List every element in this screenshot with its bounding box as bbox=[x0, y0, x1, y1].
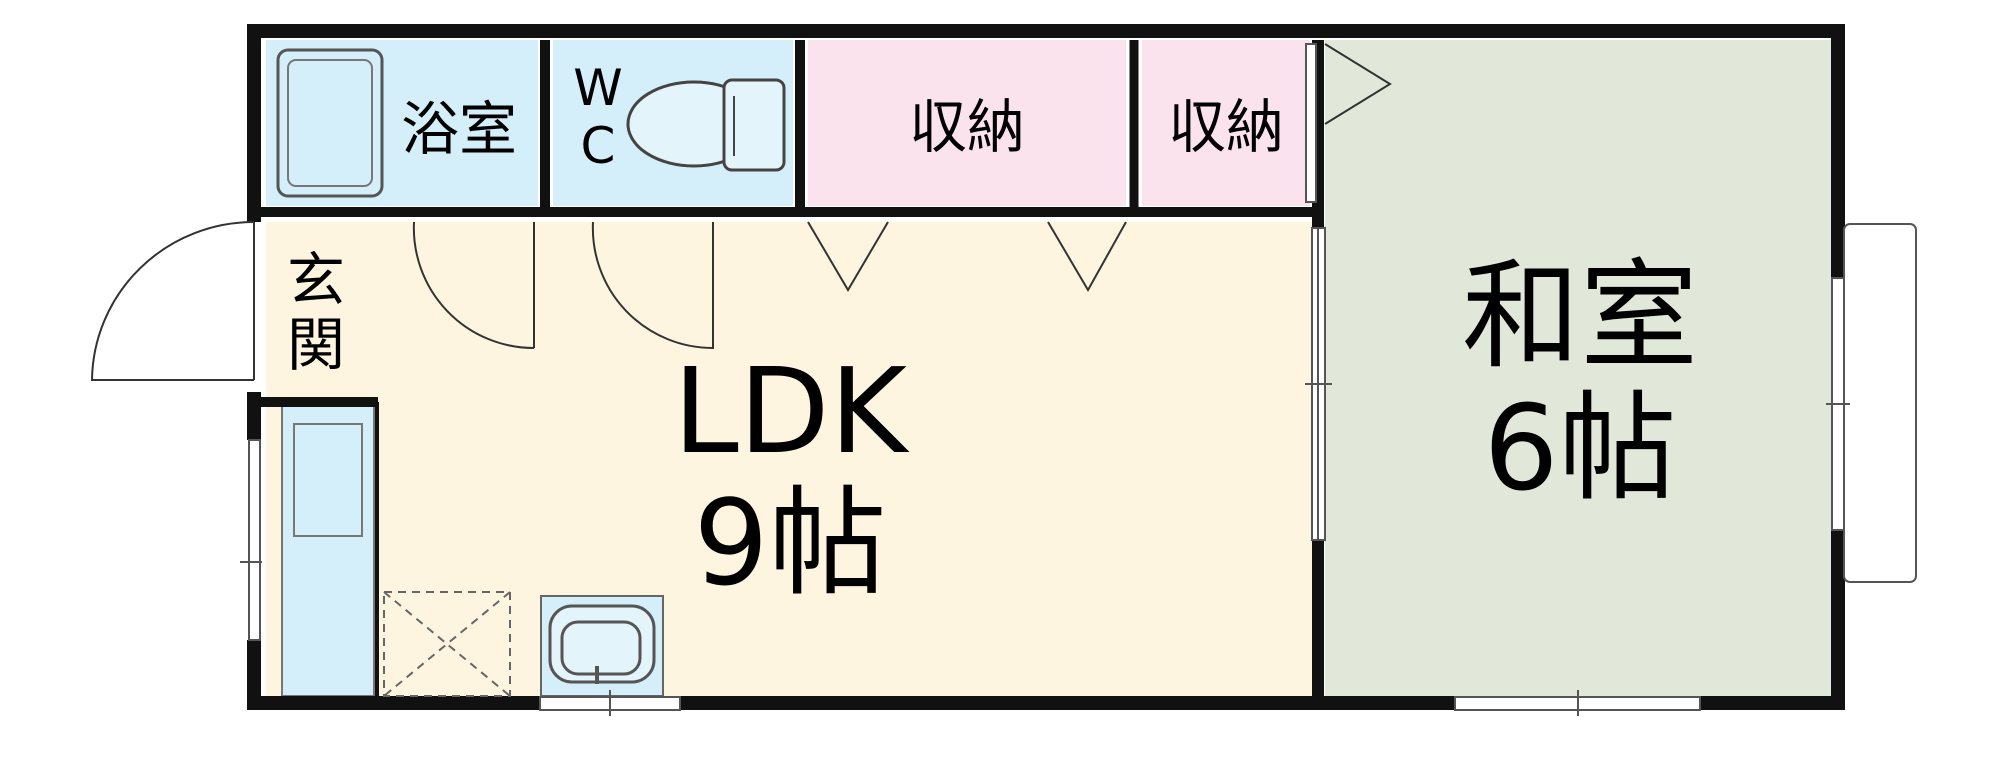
storage-1-label: 収納 bbox=[908, 93, 1025, 161]
entrance-label: 玄 関 bbox=[266, 248, 366, 378]
door-swings bbox=[90, 43, 1392, 381]
storage-1-floor bbox=[808, 40, 1126, 206]
sliding-door bbox=[1305, 227, 1332, 541]
storage-2-label: 収納 bbox=[1167, 93, 1284, 161]
bathtub bbox=[276, 48, 384, 198]
wc-label: W C bbox=[568, 59, 628, 175]
outer-walls bbox=[247, 24, 1845, 710]
ldk-label: LDK 9帖 bbox=[620, 345, 960, 609]
washitsu-size: 6帖 bbox=[1483, 379, 1677, 518]
kitchen-sink-bowl bbox=[293, 423, 363, 537]
sink-fixture bbox=[548, 604, 656, 684]
wc-label-line-2: C bbox=[580, 116, 616, 175]
washitsu-label: 和室 6帖 bbox=[1420, 250, 1740, 514]
ldk-name: LDK bbox=[673, 342, 907, 480]
balcony-rail bbox=[1843, 223, 1917, 583]
ldk-floor bbox=[266, 222, 1316, 696]
window-kitchen bbox=[248, 439, 261, 641]
wc-label-line-1: W bbox=[573, 59, 623, 117]
ldk-size: 9帖 bbox=[693, 474, 887, 613]
interior-walls bbox=[261, 40, 1324, 696]
washitsu-name: 和室 bbox=[1461, 247, 1698, 385]
bath-label: 浴室 bbox=[400, 95, 517, 163]
tatami-room-floor bbox=[1325, 40, 1835, 696]
kitchen-counter bbox=[281, 401, 375, 697]
windows bbox=[240, 43, 1917, 716]
entrance-label-line-2: 関 bbox=[286, 310, 345, 379]
appliance-space bbox=[383, 591, 511, 697]
window-storage bbox=[1305, 43, 1317, 203]
storage-2-floor bbox=[1142, 40, 1310, 206]
toilet-fixture bbox=[626, 78, 786, 172]
entrance-label-line-1: 玄 bbox=[286, 246, 345, 314]
